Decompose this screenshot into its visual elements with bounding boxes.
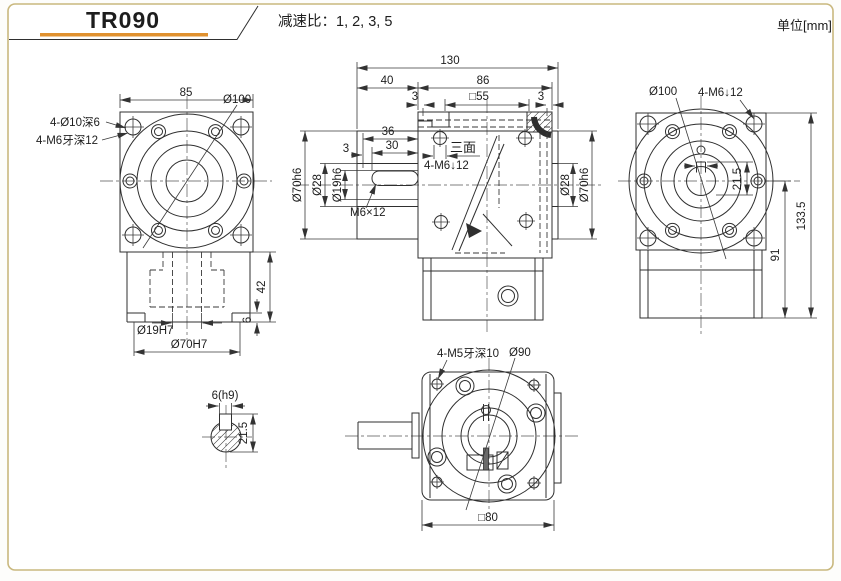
section-key-total-dim: 36 [382,126,395,138]
side-key-dim: 21.5 [732,168,744,190]
section-square-dim: □55 [469,91,489,103]
corner-holes [122,116,252,246]
section-edge-left-dim: 3 [412,91,418,103]
side-mount-holes [636,124,766,238]
front-holes-note-a: 4-Ø10深6 [50,115,100,129]
bottom-tap-holes [430,377,541,490]
bottom-bolt-holes [427,376,546,494]
bevel-gear-sketch [451,135,513,252]
front-foot-dim: 6 [242,317,254,323]
front-bore-dim: Ø19H7 [137,325,173,337]
front-holes-note-b: 4-M6牙深12 [36,133,98,147]
side-bolt-circle-label: Ø100 [649,86,677,98]
section-tap-label: M6×12 [350,207,385,219]
section-key-dim: 30 [386,140,399,152]
section-body-dim: 86 [477,75,490,87]
section-shaft-dim: Ø19h6 [332,168,344,203]
bottom-tap4-label: 4-M5牙深10 [437,346,499,360]
front-view: Ø100 85 4-Ø10深6 4-M6牙深12 42 6 [36,87,276,356]
side-center-dim: 91 [770,249,782,262]
key-slot [219,413,232,431]
front-body-height-dim: 42 [256,281,268,294]
shaft-section-view: 6(h9) 21.5 [202,390,258,468]
bearing-race [531,116,552,138]
bolt-circle-leader [142,104,238,249]
section-view: 130 40 86 □55 3 3 36 30 3 Ø70h6 Ø28 Ø19h… [292,55,604,332]
header: TR090 减速比：1, 2, 3, 5 单位[mm] [9,5,832,40]
shaft-key-height-dim: 21.5 [238,422,250,444]
bottom-bolt-circle-label: Ø90 [509,347,531,359]
section-out-step-dim: Ø28 [560,174,572,196]
bottom-key-features [466,447,509,471]
side-tap4-label: 4-M6↓12 [698,87,743,99]
bottom-square-dim: □80 [478,512,498,524]
front-width-dim: 85 [180,87,193,99]
section-flange-dim: Ø70h6 [292,168,304,203]
mount-holes [122,124,252,238]
section-overall-dim: 130 [440,55,459,67]
section-tap4-label: 4-M6↓12 [424,160,469,172]
section-out-flange-dim: Ø70h6 [579,168,591,203]
bottom-view: 4-M5牙深10 Ø90 □80 [345,346,578,531]
front-lower-body [126,252,251,323]
front-spigot-dim: Ø70H7 [171,339,207,351]
face-tap-holes [431,129,535,231]
page-title: TR090 [86,7,160,33]
section-step-dim: Ø28 [312,174,324,196]
unit-label: 单位[mm] [777,18,832,33]
header-divider [9,5,259,40]
section-faces-label: 三面 [450,140,476,155]
section-edge-right-dim: 3 [538,91,544,103]
side-total-dim: 133.5 [796,202,808,231]
side-view: 21.5 Ø100 4-M6↓12 133.5 91 [618,86,817,334]
shaft-key-width-dim: 6(h9) [212,390,239,402]
bottom-bolt-circle-leader [465,357,516,511]
title-underline [40,33,208,37]
section-key-edge-dim: 3 [343,143,349,155]
ratio-label: 减速比：1, 2, 3, 5 [278,13,392,30]
section-input-dim: 40 [381,75,394,87]
side-bolt-circle-leader [675,97,727,260]
